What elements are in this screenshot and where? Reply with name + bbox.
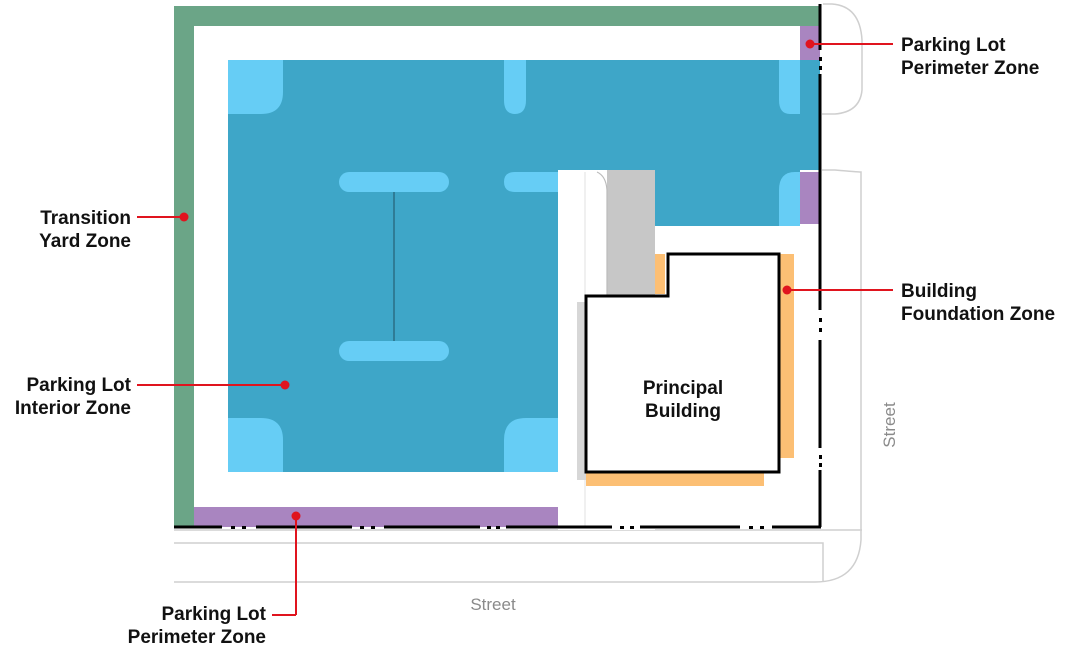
perimeter-bottom-label-2: Perimeter Zone: [128, 627, 266, 648]
callout-parking-interior: Parking Lot Interior Zone: [15, 375, 290, 419]
perimeter-top-right-label-2: Perimeter Zone: [901, 58, 1039, 79]
principal-building-label-1: Principal: [643, 378, 723, 399]
island-upper-bar: [339, 172, 449, 192]
callout-dot: [280, 380, 290, 390]
property-line-dashes: [231, 57, 822, 529]
property-lines: [174, 4, 822, 529]
transition-yard-label-1: Transition: [40, 208, 131, 229]
callout-building-foundation: Building Foundation Zone: [782, 281, 1055, 325]
transition-yard-zone: [174, 6, 820, 526]
island-top-right: [779, 60, 800, 114]
street-curbs: [174, 3, 863, 583]
callout-dot: [782, 285, 792, 295]
island-lower-bar: [339, 341, 449, 361]
parking-islands: [228, 60, 800, 472]
perimeter-top-right-label-1: Parking Lot: [901, 35, 1006, 56]
building-shadow: [577, 302, 586, 480]
street-label-bottom: Street: [470, 595, 516, 614]
island-mid-left-edge: [504, 172, 558, 192]
parking-interior-label-1: Parking Lot: [26, 375, 131, 396]
callout-dot: [805, 39, 815, 49]
principal-building: [584, 252, 781, 474]
building-foundation-label-1: Building: [901, 281, 977, 302]
island-top-middle: [504, 60, 526, 114]
callout-transition-yard: Transition Yard Zone: [39, 208, 189, 252]
parking-interior-label-2: Interior Zone: [15, 398, 131, 419]
island-mid-right: [779, 172, 800, 226]
island-bottom-left: [228, 418, 283, 472]
street-label-right: Street: [880, 402, 899, 448]
driveway-curb: [596, 171, 608, 296]
principal-building-label-2: Building: [645, 401, 721, 422]
callout-dot: [291, 511, 301, 521]
driveway: [607, 170, 655, 296]
building-foundation-zone: [586, 254, 794, 486]
building-foundation-label-2: Foundation Zone: [901, 304, 1055, 325]
callout-perimeter-bottom: Parking Lot Perimeter Zone: [128, 511, 301, 648]
island-top-left: [228, 60, 283, 114]
perimeter-bottom-label-1: Parking Lot: [161, 604, 266, 625]
transition-yard-label-2: Yard Zone: [39, 231, 131, 252]
parking-lot-interior-zone: [228, 60, 820, 472]
callout-dot: [179, 212, 189, 222]
callout-perimeter-top-right: Parking Lot Perimeter Zone: [805, 35, 1039, 79]
island-bottom-middle: [504, 418, 558, 472]
